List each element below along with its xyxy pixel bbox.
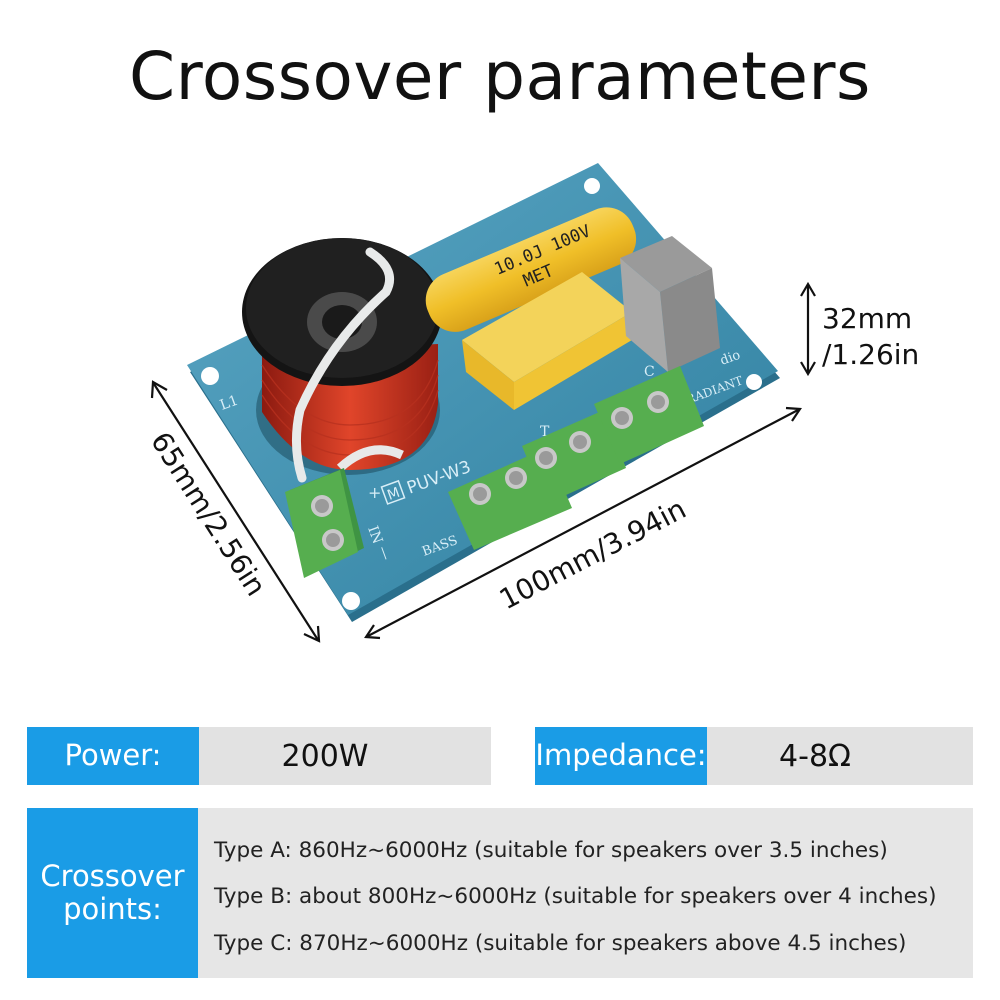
- input-terminal: [285, 468, 364, 578]
- output-terminal-mid: [522, 410, 626, 504]
- width-dimension: [150, 380, 321, 643]
- box-capacitor: [462, 272, 632, 410]
- height-dimension-in: /1.26in: [822, 338, 919, 371]
- height-dimension-mm: 32mm: [822, 302, 912, 335]
- crossover-point-type-b: Type B: about 800Hz~6000Hz (suitable for…: [214, 884, 937, 909]
- length-dimension: [364, 406, 802, 640]
- board-label-plus: +: [368, 483, 381, 502]
- impedance-label: Impedance:: [535, 727, 707, 785]
- mounting-hole: [584, 178, 600, 194]
- model-logo: M: [385, 485, 402, 504]
- crossover-point-type-c: Type C: 870Hz~6000Hz (suitable for speak…: [214, 931, 907, 956]
- power-label: Power:: [27, 727, 199, 785]
- mounting-hole: [201, 367, 219, 385]
- crossover-point-type-a: Type A: 860Hz~6000Hz (suitable for speak…: [214, 838, 888, 863]
- board-label-in: IN: [364, 524, 385, 546]
- crossover-points-label: Crossover points:: [27, 808, 198, 978]
- power-value: 200W: [199, 727, 491, 785]
- crossover-points-list: Type A: 860Hz~6000Hz (suitable for speak…: [198, 808, 973, 978]
- inductor-coil: [242, 238, 442, 483]
- impedance-value: 4-8Ω: [707, 727, 973, 785]
- output-terminal-tweeter: [594, 366, 704, 464]
- mounting-hole: [342, 592, 360, 610]
- board-label-t: T: [540, 424, 550, 440]
- board-label-minus: —: [374, 544, 394, 563]
- resistor-block: [620, 236, 720, 372]
- crossover-label-line1: Crossover: [40, 858, 185, 893]
- board-label-c: C: [644, 364, 655, 380]
- height-dimension: [800, 281, 816, 377]
- mounting-hole: [746, 374, 762, 390]
- board-label-l1: L1: [218, 392, 241, 413]
- crossover-board-illustration: L1 BASS RADIANT dio IN + — T C M PUV-W3: [144, 163, 919, 643]
- board-label-audio: dio: [718, 348, 742, 369]
- page-title: Crossover parameters: [129, 38, 871, 115]
- crossover-label-line2: points:: [63, 892, 162, 926]
